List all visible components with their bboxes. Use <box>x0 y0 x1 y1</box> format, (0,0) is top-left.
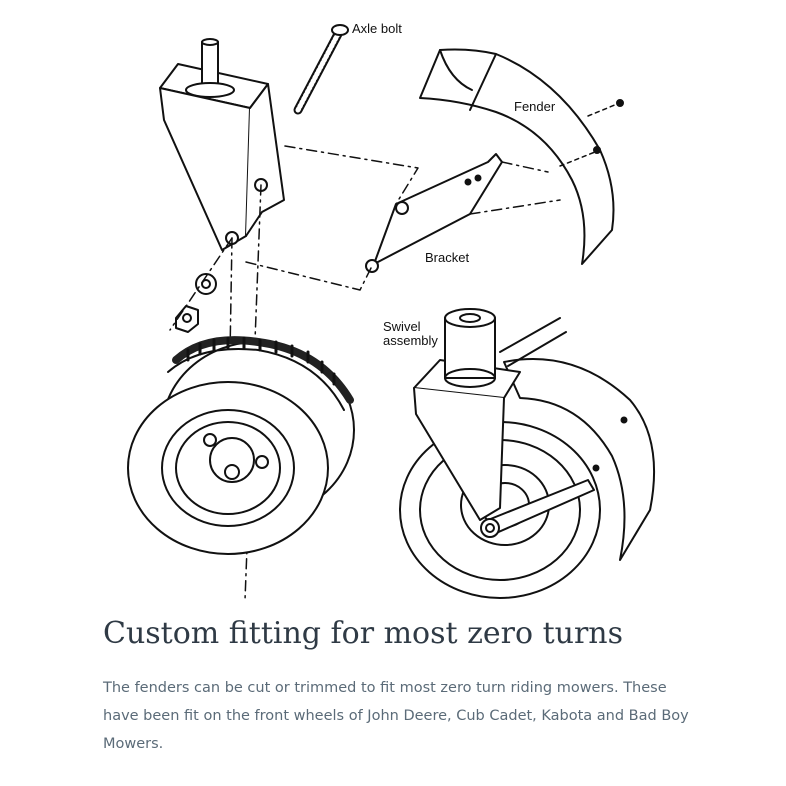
bracket-part <box>365 153 503 273</box>
section-description: The fenders can be cut or trimmed to fit… <box>103 680 689 752</box>
swivel-fork <box>159 38 285 251</box>
label-axle-bolt: Axle bolt <box>352 21 402 36</box>
fender-part <box>419 48 624 265</box>
section-heading: Custom fitting for most zero turns <box>103 616 624 651</box>
axle-bolt <box>293 24 349 115</box>
label-bracket: Bracket <box>425 250 469 265</box>
exploded-parts-diagram: Axle bolt Fender Bracket Swivel assembly <box>127 21 656 601</box>
wheel-left <box>127 336 355 555</box>
label-fender: Fender <box>514 99 556 114</box>
wheel-assembled <box>399 308 656 599</box>
label-swivel: Swivel <box>383 319 421 334</box>
label-assembly: assembly <box>383 333 438 348</box>
washer-and-nut <box>175 273 217 333</box>
